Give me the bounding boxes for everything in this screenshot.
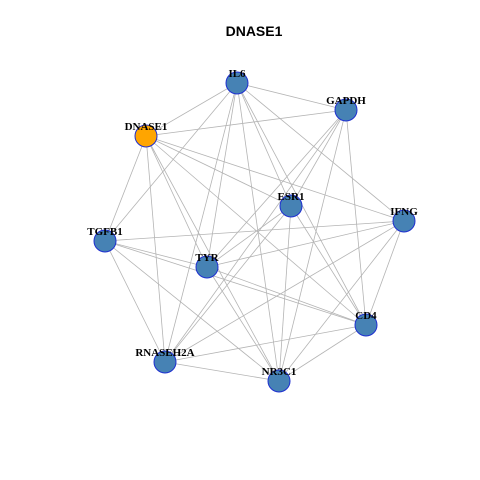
node-tyr[interactable] <box>195 255 219 279</box>
node-label-il6: IL6 <box>228 68 246 80</box>
node-gapdh[interactable] <box>334 98 358 122</box>
node-label-nr3c1: NR3C1 <box>262 366 297 378</box>
edge-ifng-tyr <box>206 220 405 268</box>
edge-dnase1-rnaseh2a <box>145 135 166 363</box>
edge-ifng-tgfb1 <box>104 220 405 242</box>
edge-il6-tyr <box>206 82 238 268</box>
edge-dnase1-tyr <box>145 135 208 268</box>
node-layer <box>93 71 416 393</box>
edge-esr1-rnaseh2a <box>164 205 292 363</box>
edge-cd4-rnaseh2a <box>164 324 367 363</box>
edge-tgfb1-nr3c1 <box>104 240 280 382</box>
edge-ifng-rnaseh2a <box>164 220 405 363</box>
node-label-tyr: TYR <box>195 252 219 264</box>
node-label-ifng: IFNG <box>390 206 418 218</box>
edge-il6-gapdh <box>236 82 347 111</box>
edge-il6-dnase1 <box>145 82 238 137</box>
edge-tgfb1-cd4 <box>104 240 367 326</box>
edge-il6-esr1 <box>236 82 292 207</box>
node-esr1[interactable] <box>279 194 303 218</box>
node-rnaseh2a[interactable] <box>153 350 177 374</box>
edge-esr1-nr3c1 <box>278 205 292 382</box>
edge-ifng-cd4 <box>365 220 405 326</box>
edge-cd4-nr3c1 <box>278 324 367 382</box>
node-tgfb1[interactable] <box>93 229 117 253</box>
node-label-gapdh: GAPDH <box>326 95 366 107</box>
node-label-esr1: ESR1 <box>278 191 305 203</box>
edge-ifng-nr3c1 <box>278 220 405 382</box>
edge-layer <box>104 82 405 382</box>
edge-dnase1-ifng <box>145 135 405 222</box>
edge-gapdh-esr1 <box>290 109 347 207</box>
node-dnase1[interactable] <box>134 124 158 148</box>
node-label-tgfb1: TGFB1 <box>87 226 122 238</box>
edge-il6-tgfb1 <box>104 82 238 242</box>
edge-tyr-nr3c1 <box>206 266 280 382</box>
edge-tgfb1-tyr <box>104 240 208 268</box>
node-ifng[interactable] <box>392 209 416 233</box>
edge-il6-rnaseh2a <box>164 82 238 363</box>
edge-dnase1-esr1 <box>145 135 292 207</box>
edge-rnaseh2a-nr3c1 <box>164 361 280 382</box>
edge-gapdh-nr3c1 <box>278 109 347 382</box>
edge-gapdh-cd4 <box>345 109 367 326</box>
edge-gapdh-tyr <box>206 109 347 268</box>
edge-gapdh-rnaseh2a <box>164 109 347 363</box>
graph-title: DNASE1 <box>226 23 283 39</box>
node-nr3c1[interactable] <box>267 369 291 393</box>
edge-gapdh-dnase1 <box>145 109 347 137</box>
node-label-cd4: CD4 <box>355 310 377 322</box>
node-label-rnaseh2a: RNASEH2A <box>135 347 194 359</box>
node-il6[interactable] <box>225 71 249 95</box>
edge-esr1-tyr <box>206 205 292 268</box>
edge-il6-ifng <box>236 82 405 222</box>
edge-tyr-cd4 <box>206 266 367 326</box>
edge-tgfb1-rnaseh2a <box>104 240 166 363</box>
node-cd4[interactable] <box>354 313 378 337</box>
edge-dnase1-tgfb1 <box>104 135 147 242</box>
node-label-dnase1: DNASE1 <box>125 121 168 133</box>
